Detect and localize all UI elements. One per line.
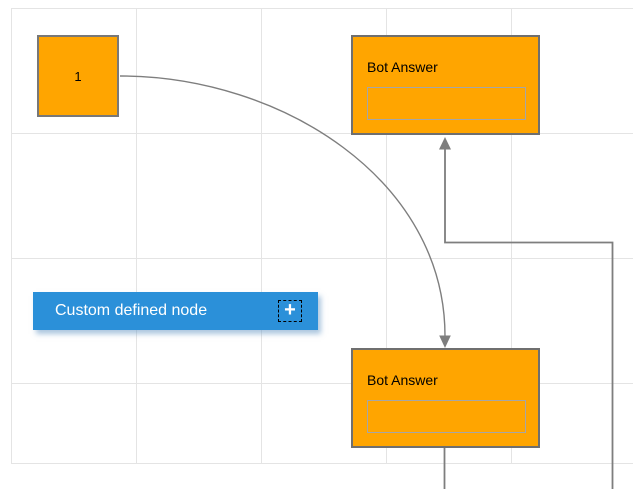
arrowhead-down-icon — [439, 335, 451, 348]
bot-answer-input[interactable] — [367, 87, 526, 120]
custom-defined-node[interactable]: Custom defined node + — [33, 292, 318, 330]
start-node[interactable]: 1 — [37, 35, 119, 117]
bezier-connector[interactable] — [119, 75, 451, 348]
bot-answer-node-top[interactable]: Bot Answer — [351, 35, 540, 135]
plus-icon: + — [284, 299, 296, 321]
bot-answer-node-bottom[interactable]: Bot Answer — [351, 348, 540, 448]
bot-answer-title: Bot Answer — [367, 59, 438, 75]
start-node-label: 1 — [74, 68, 82, 84]
custom-node-label: Custom defined node — [55, 302, 208, 319]
orthogonal-connector[interactable] — [439, 137, 614, 489]
bot-answer-title: Bot Answer — [367, 372, 438, 388]
bot-answer-input[interactable] — [367, 400, 526, 433]
add-node-handle[interactable]: + — [278, 300, 302, 322]
arrowhead-up-icon — [439, 137, 451, 150]
